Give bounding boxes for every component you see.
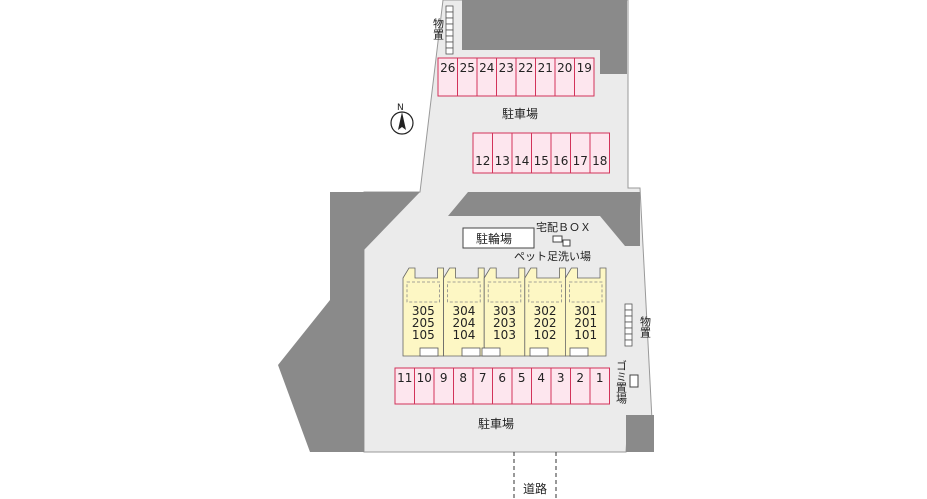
apartment-unit-column bbox=[483, 267, 526, 357]
parking-spot-18 bbox=[589, 132, 610, 174]
parking-spot-number: 19 bbox=[577, 61, 592, 75]
parking-label-top: 駐車場 bbox=[502, 106, 538, 121]
unit-number: 303 bbox=[493, 304, 516, 318]
storage-unit bbox=[445, 29, 454, 37]
pet-wash-icon bbox=[562, 239, 571, 247]
parking-spot-number: 5 bbox=[518, 371, 526, 385]
balcony-outline bbox=[487, 281, 522, 303]
unit-number: 204 bbox=[452, 316, 475, 330]
unit-number: 101 bbox=[574, 328, 597, 342]
unit-number: 104 bbox=[452, 328, 475, 342]
unit-number: 205 bbox=[412, 316, 435, 330]
bicycle-parking-box bbox=[462, 227, 535, 249]
storage-unit bbox=[445, 11, 454, 19]
storage-unit bbox=[624, 315, 633, 323]
parking-spot-number: 11 bbox=[397, 371, 412, 385]
storage-unit bbox=[445, 47, 454, 55]
parking-top-row: 26 25 24 23 22 21 20 19 bbox=[437, 57, 595, 97]
parking-spot-number: 9 bbox=[440, 371, 448, 385]
parking-spot-number: 12 bbox=[475, 154, 490, 168]
garbage-label: ゴミ置場 bbox=[615, 359, 628, 405]
unit-number: 103 bbox=[493, 328, 516, 342]
unit-number: 105 bbox=[412, 328, 435, 342]
storage-unit bbox=[445, 35, 454, 43]
storage-top bbox=[445, 5, 454, 55]
entrance-step bbox=[461, 347, 481, 357]
balcony-outline bbox=[406, 281, 440, 303]
parking-spot-number: 24 bbox=[479, 61, 494, 75]
storage-unit bbox=[445, 17, 454, 25]
parking-spot-number: 3 bbox=[557, 371, 565, 385]
parking-spot-number: 23 bbox=[499, 61, 514, 75]
parking-spot-number: 21 bbox=[538, 61, 553, 75]
unit-number: 201 bbox=[574, 316, 597, 330]
unit-number: 305 bbox=[412, 304, 435, 318]
storage-unit bbox=[624, 303, 633, 311]
parking-spot-number: 18 bbox=[592, 154, 607, 168]
parking-spot-number: 7 bbox=[479, 371, 487, 385]
north-label: N bbox=[397, 103, 404, 113]
parking-spot-1 bbox=[589, 367, 610, 405]
storage-unit bbox=[624, 333, 633, 341]
storage-unit bbox=[624, 327, 633, 335]
entrance-step bbox=[529, 347, 549, 357]
north-compass-icon: N bbox=[390, 103, 414, 135]
road-label: 道路 bbox=[523, 481, 547, 496]
storage-label-right: 物置 bbox=[639, 315, 652, 338]
parking-spot-number: 13 bbox=[495, 154, 510, 168]
unit-number: 301 bbox=[574, 304, 597, 318]
entrance-step bbox=[569, 347, 589, 357]
balcony-outline bbox=[569, 281, 603, 303]
storage-right bbox=[624, 303, 633, 347]
balcony-outline bbox=[447, 281, 481, 303]
unit-number: 202 bbox=[534, 316, 557, 330]
storage-unit bbox=[445, 41, 454, 49]
parking-spot-number: 4 bbox=[537, 371, 545, 385]
unit-number: 102 bbox=[534, 328, 557, 342]
parking-middle-row: 12 13 14 15 16 17 18 bbox=[472, 132, 610, 174]
neighbor-building-bottom-right bbox=[626, 415, 654, 452]
parking-label-bottom: 駐車場 bbox=[478, 416, 514, 431]
pet-wash-label: ペット足洗い場 bbox=[514, 250, 591, 263]
delivery-box-label: 宅配ＢＯＸ bbox=[536, 220, 591, 234]
storage-unit bbox=[624, 339, 633, 347]
parking-spot-number: 2 bbox=[576, 371, 584, 385]
entrance-step bbox=[481, 347, 501, 357]
parking-spot-number: 14 bbox=[514, 154, 529, 168]
storage-unit bbox=[445, 23, 454, 31]
parking-spot-number: 17 bbox=[573, 154, 588, 168]
parking-spot-number: 6 bbox=[498, 371, 506, 385]
unit-number: 304 bbox=[452, 304, 475, 318]
balcony-outline bbox=[528, 281, 562, 303]
parking-spot-number: 10 bbox=[417, 371, 432, 385]
neighbor-building-top bbox=[462, 0, 627, 50]
parking-spot-number: 1 bbox=[596, 371, 604, 385]
delivery-box-icon bbox=[552, 235, 563, 243]
bicycle-parking-label: 駐輪場 bbox=[476, 231, 512, 246]
storage-unit bbox=[624, 321, 633, 329]
entrance-step bbox=[419, 347, 439, 357]
unit-number: 203 bbox=[493, 316, 516, 330]
parking-spot-number: 20 bbox=[557, 61, 572, 75]
neighbor-building-top-corner bbox=[600, 50, 627, 74]
garbage-icon bbox=[629, 374, 639, 388]
parking-spot-number: 15 bbox=[534, 154, 549, 168]
neighbor-building-right bbox=[448, 192, 640, 246]
parking-spot-19 bbox=[574, 57, 595, 97]
parking-spot-number: 25 bbox=[460, 61, 475, 75]
neighbor-building-left bbox=[278, 192, 420, 452]
parking-spot-number: 8 bbox=[459, 371, 467, 385]
parking-spot-number: 16 bbox=[553, 154, 568, 168]
storage-unit bbox=[445, 5, 454, 13]
storage-label-top: 物置 bbox=[432, 17, 445, 40]
parking-spot-number: 26 bbox=[440, 61, 455, 75]
storage-unit bbox=[624, 309, 633, 317]
unit-number: 302 bbox=[534, 304, 557, 318]
parking-spot-number: 22 bbox=[518, 61, 533, 75]
